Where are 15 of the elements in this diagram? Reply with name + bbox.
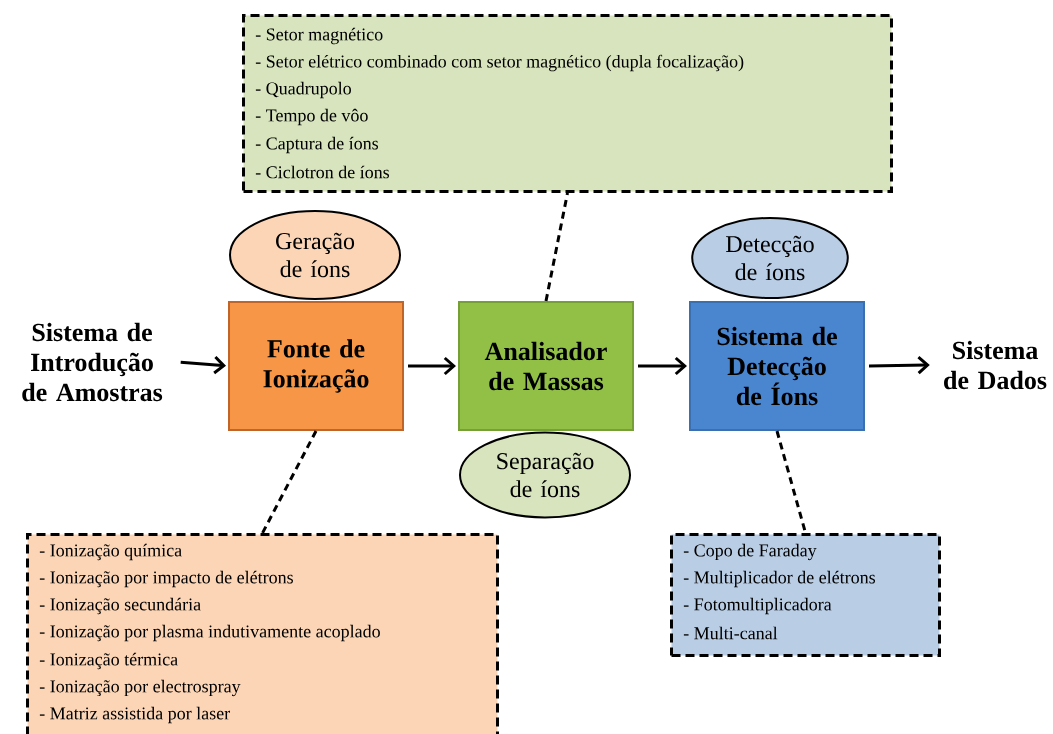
connector-line [775,430,807,534]
connector-line [261,430,318,534]
arrow [638,356,687,376]
label: Sistema de Introdução de Amostras [22,322,163,402]
arrow [180,355,226,375]
list-box: - Ionização química - Ionização por impacto de elétrons - Ionização secundária - Ionização por plasma indutivamente acoplado - Ionização térmica - Ionização por electrospray - Matriz assistida por laser [26,533,499,734]
process-box: Analisador de Massas [458,301,634,431]
arrow [408,356,456,376]
label: Sistema de Dados [944,340,1047,390]
connector-line [544,192,569,302]
process-box: Sistema de Detecção de Íons [689,301,865,431]
arrow [868,356,930,375]
process-box: Fonte de Ionização [228,301,404,431]
list-box: - Copo de Faraday - Multiplicador de elétrons - Fotomultiplicadora - Multi-canal [670,533,941,657]
list-box: - Setor magnético - Setor elétrico combinado com setor magnético (dupla focalização) - Quadrupolo - Tempo de vôo - Captura de íons - Ciclotron de íons [242,14,893,193]
